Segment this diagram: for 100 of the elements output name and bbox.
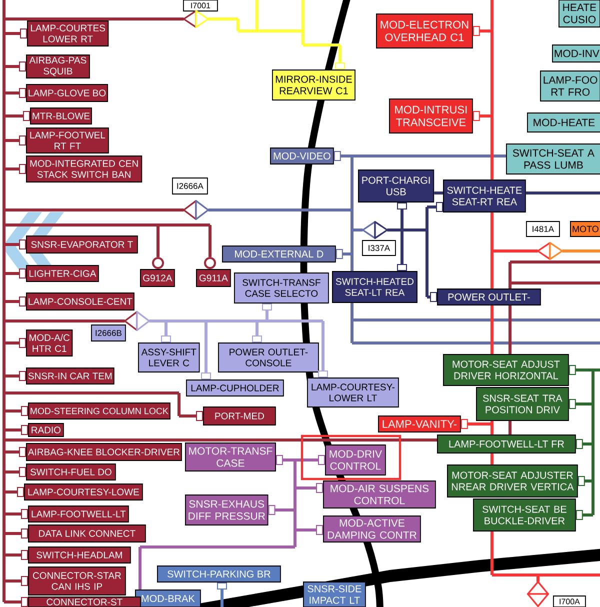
wire xyxy=(2,534,6,555)
wire xyxy=(4,320,125,322)
wire xyxy=(576,510,593,520)
component-box: LAMP-FOOTWEL RT FT xyxy=(26,128,109,154)
wire xyxy=(2,411,6,430)
component-box: LAMP-COURTES LOWER RT xyxy=(27,20,109,46)
wire xyxy=(294,510,296,530)
wire xyxy=(267,320,323,322)
wire xyxy=(178,393,180,416)
wire xyxy=(2,244,6,274)
wire xyxy=(302,31,304,45)
wire xyxy=(387,228,402,232)
component-box: MOTOR-SEAT ADJUSTER NREAR DRIVER VERTICA xyxy=(447,464,578,498)
component-box: MOTOR-SEAT ADJUST DRIVER HORIZONTAL xyxy=(443,354,569,386)
wire xyxy=(510,282,600,284)
wire xyxy=(156,225,160,257)
wire xyxy=(4,136,26,146)
wire xyxy=(2,492,6,514)
wire xyxy=(2,140,6,169)
wire xyxy=(335,45,345,70)
wire xyxy=(350,230,354,254)
wire xyxy=(472,26,492,36)
wire xyxy=(492,250,538,252)
component-box: LAMP-GLOVE BO xyxy=(26,84,108,102)
wire xyxy=(2,321,6,343)
component-box: LAMP-CUPHOLDER xyxy=(186,380,284,396)
component-box: SWITCH-SEAT BE BUCKLE-DRIVER xyxy=(473,498,576,532)
wire xyxy=(562,250,600,252)
component-box: RADIO xyxy=(28,423,64,437)
wire xyxy=(2,472,6,492)
wire xyxy=(4,392,179,394)
wire xyxy=(4,528,28,538)
wire xyxy=(208,18,238,20)
wire xyxy=(352,342,600,344)
component-box: HEATE CUSIO xyxy=(558,0,600,28)
connector-label: I700A xyxy=(553,596,586,607)
wire xyxy=(2,34,6,66)
wire xyxy=(352,154,506,158)
component-box: POWER OUTLET- xyxy=(437,288,541,306)
component-box: LIGHTER-CIGA xyxy=(26,265,99,282)
component-box: SWITCH-HEADLAM xyxy=(28,546,131,564)
wire xyxy=(295,455,325,465)
wire xyxy=(592,404,594,444)
wire xyxy=(336,249,352,259)
wire xyxy=(490,420,494,424)
wire xyxy=(252,321,262,343)
wire xyxy=(2,343,6,376)
wire xyxy=(262,303,272,321)
wire xyxy=(4,467,26,477)
wire xyxy=(276,455,295,465)
wire xyxy=(397,230,407,272)
inline-connector xyxy=(183,10,209,28)
wire xyxy=(302,0,304,31)
wire xyxy=(490,424,494,435)
wire xyxy=(334,151,352,161)
wire xyxy=(2,581,6,602)
wire xyxy=(2,514,6,534)
wire xyxy=(592,481,594,515)
wire xyxy=(2,302,6,321)
component-box: LAMP-FOOTWELL-LT FR xyxy=(437,434,576,454)
wire xyxy=(490,0,494,31)
component-box: MOD-VIDEO xyxy=(270,148,334,164)
wire xyxy=(568,365,593,375)
component-box: SNSR-EXHAUS DIFF PRESSUR xyxy=(185,494,268,526)
wire xyxy=(2,116,6,140)
wire xyxy=(460,419,492,429)
wire xyxy=(576,439,593,449)
component-box: PORT-MED xyxy=(203,406,276,426)
wire xyxy=(350,210,354,230)
component-box: MOD-STEERING COLUMN LOCK xyxy=(28,402,170,420)
wire xyxy=(4,550,28,560)
wire xyxy=(4,438,437,442)
wire xyxy=(427,292,437,302)
wire xyxy=(592,444,594,481)
inline-connector xyxy=(362,221,388,239)
wire xyxy=(4,371,26,381)
wire xyxy=(4,576,28,586)
wire xyxy=(208,225,212,257)
ground-terminal xyxy=(204,257,216,269)
wire xyxy=(426,207,428,230)
component-box: SNSR-SIDE IMPACT LT xyxy=(303,582,366,607)
component-box: MOD-BRAK xyxy=(135,590,201,607)
wire xyxy=(2,225,6,244)
component-box: SWITCH-TRANSF CASE SELECTO xyxy=(234,272,329,304)
component-box: CONNECTOR-ST xyxy=(28,596,141,607)
wire xyxy=(2,555,6,581)
component-box: G911A xyxy=(196,269,231,287)
wire xyxy=(538,574,600,576)
wire xyxy=(2,452,6,472)
component-box: SNSR-SEAT TRA POSITION DRIV xyxy=(476,387,569,421)
wire xyxy=(526,192,600,194)
wire xyxy=(4,88,26,98)
wire xyxy=(2,169,6,210)
inline-connector xyxy=(183,200,209,220)
wire xyxy=(257,30,303,32)
component-box: LAMP-FOO RT FRO xyxy=(540,70,600,102)
connector-label: I7001 xyxy=(183,0,218,12)
wire xyxy=(149,320,166,322)
connector-label: I481A xyxy=(526,221,560,237)
connector-label: I2666B xyxy=(91,324,126,342)
